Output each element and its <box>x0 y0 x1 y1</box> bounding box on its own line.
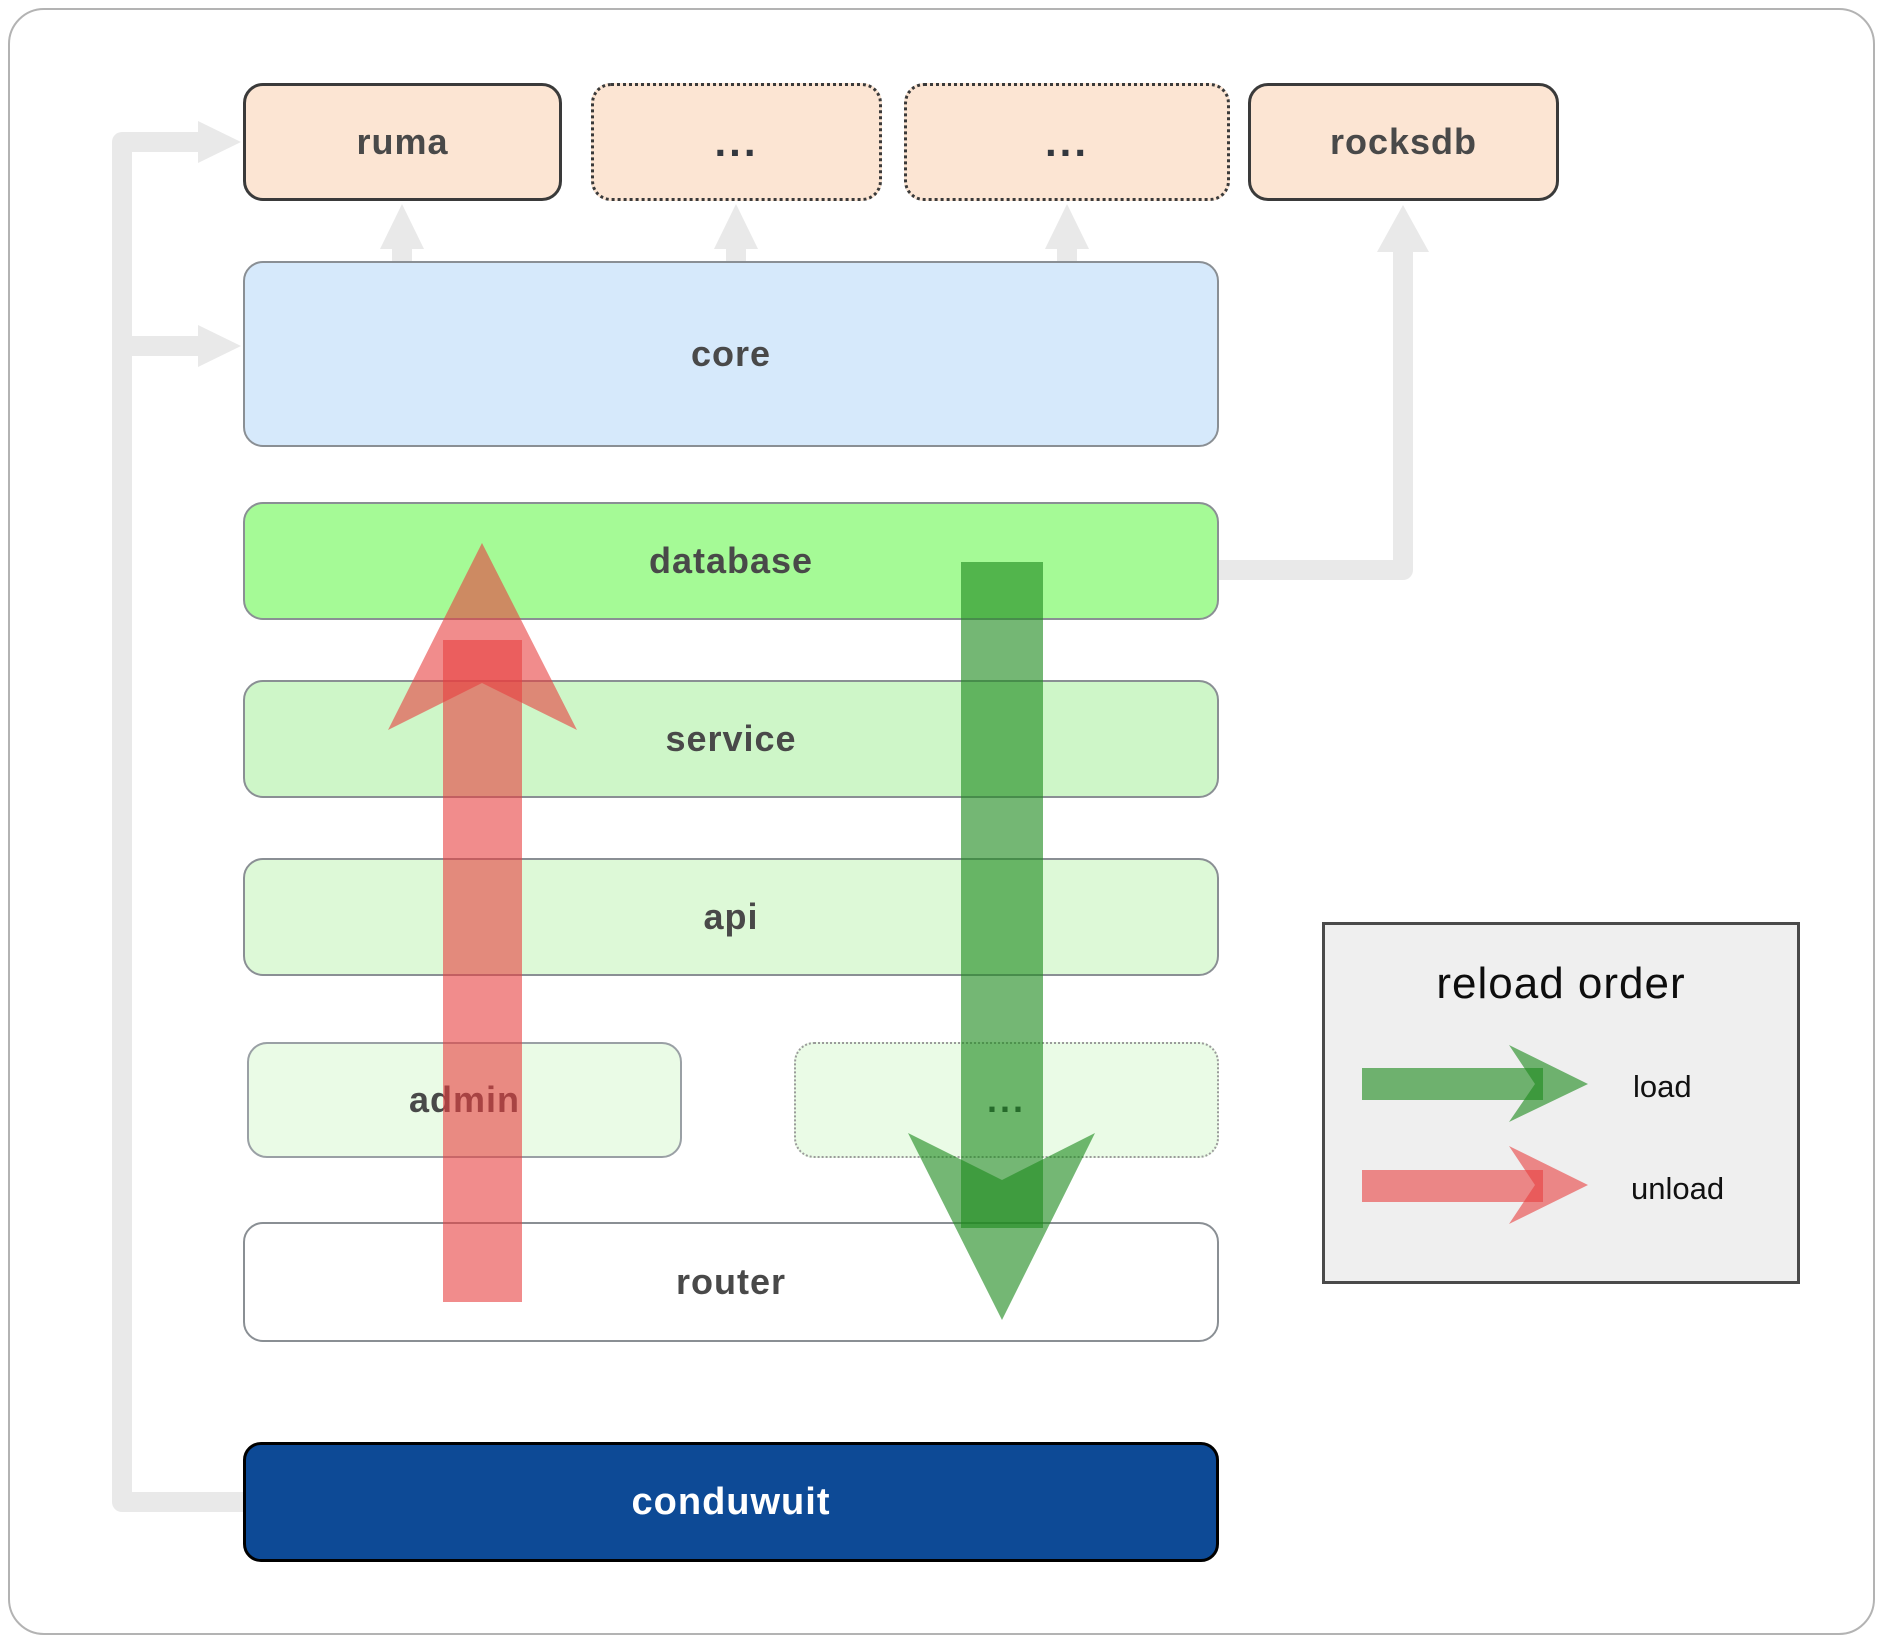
arrowhead-up-ruma-icon <box>380 204 424 249</box>
box-admin-label: admin <box>408 1079 520 1120</box>
box-database: database <box>243 502 1219 620</box>
arrowhead-up-ellipsis1-icon <box>714 204 758 249</box>
box-core: core <box>243 261 1219 447</box>
legend: reload order load unload <box>1322 922 1800 1284</box>
arrowhead-into-core-icon <box>198 325 241 367</box>
box-rocksdb-label: rocksdb <box>1329 121 1478 162</box>
box-api: api <box>243 858 1219 976</box>
box-top-ellipsis-1: ... <box>591 83 882 201</box>
box-ruma: ruma <box>243 83 562 201</box>
box-api-label: api <box>703 896 759 937</box>
conduwuit-to-ruma-connector <box>112 132 243 1512</box>
box-top-ellipsis-1-label: ... <box>714 118 759 165</box>
box-top-ellipsis-2-label: ... <box>1044 118 1089 165</box>
box-rocksdb: rocksdb <box>1248 83 1559 201</box>
arrowhead-up-ellipsis2-icon <box>1045 204 1089 249</box>
database-to-rocksdb-connector <box>1219 250 1413 580</box>
arrowhead-into-rocksdb-icon <box>1377 205 1429 252</box>
diagram-border-frame <box>8 8 1875 1635</box>
box-admin: admin <box>247 1042 682 1158</box>
box-database-label: database <box>648 540 814 581</box>
box-router-label: router <box>675 1261 786 1302</box>
box-top-ellipsis-2: ... <box>904 83 1230 201</box>
box-core-label: core <box>690 333 772 374</box>
box-bottom-ellipsis-label: ... <box>986 1079 1026 1120</box>
box-service-label: service <box>665 718 797 759</box>
legend-load-label: load <box>1633 1069 1692 1104</box>
box-conduwuit: conduwuit <box>243 1442 1219 1562</box>
box-bottom-ellipsis: ... <box>794 1042 1219 1158</box>
box-conduwuit-label: conduwuit <box>631 1480 831 1523</box>
box-router: router <box>243 1222 1219 1342</box>
arrowhead-into-ruma-icon <box>198 121 241 163</box>
box-ruma-label: ruma <box>356 121 449 162</box>
box-service: service <box>243 680 1219 798</box>
legend-title: reload order <box>1436 959 1686 1008</box>
legend-unload-label: unload <box>1631 1171 1725 1206</box>
